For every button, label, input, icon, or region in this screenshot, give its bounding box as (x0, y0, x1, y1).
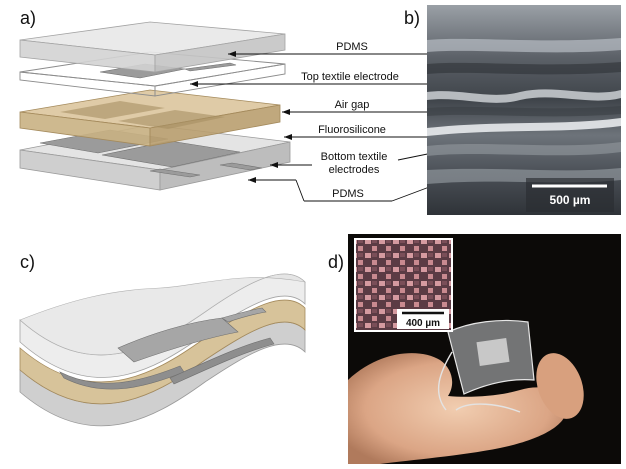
callout-pdms-bottom: PDMS (248, 177, 449, 202)
inset-micrograph: 400 µm (354, 238, 453, 332)
callout-fluorosilicone: Fluorosilicone (284, 124, 436, 140)
label-air-gap: Air gap (335, 99, 370, 111)
panel-d-letter: d) (328, 252, 344, 272)
label-bottom-electrodes-line1: Bottom textile (321, 151, 388, 163)
panel-c: c) (19, 252, 306, 427)
scale-bar-b-label: 500 µm (550, 193, 591, 207)
label-pdms-top: PDMS (336, 41, 368, 53)
label-fluorosilicone: Fluorosilicone (318, 124, 386, 136)
panel-d: d) 400 µm (328, 234, 621, 464)
panel-b: b) 500 µm (404, 5, 621, 215)
fluorosilicone-layer (19, 89, 281, 147)
callout-air-gap: Air gap (282, 99, 444, 115)
sensor-electrode (476, 338, 510, 366)
scale-bar-b: 500 µm (526, 178, 614, 212)
inset-scale-label: 400 µm (406, 318, 440, 329)
panel-c-letter: c) (20, 252, 35, 272)
curved-laminate (19, 273, 306, 427)
panel-b-letter: b) (404, 8, 420, 28)
panel-a: a) (19, 8, 456, 202)
label-top-electrode: Top textile electrode (301, 71, 399, 83)
top-pdms-layer (19, 21, 286, 73)
label-pdms-bottom: PDMS (332, 188, 364, 200)
label-bottom-electrodes-line2: electrodes (329, 164, 380, 176)
callout-bottom-electrodes: Bottom textile electrodes (270, 148, 453, 176)
thumb (536, 353, 584, 419)
panel-a-letter: a) (20, 8, 36, 28)
callout-top-electrode: Top textile electrode (190, 71, 456, 87)
sensor-leads (437, 351, 521, 413)
